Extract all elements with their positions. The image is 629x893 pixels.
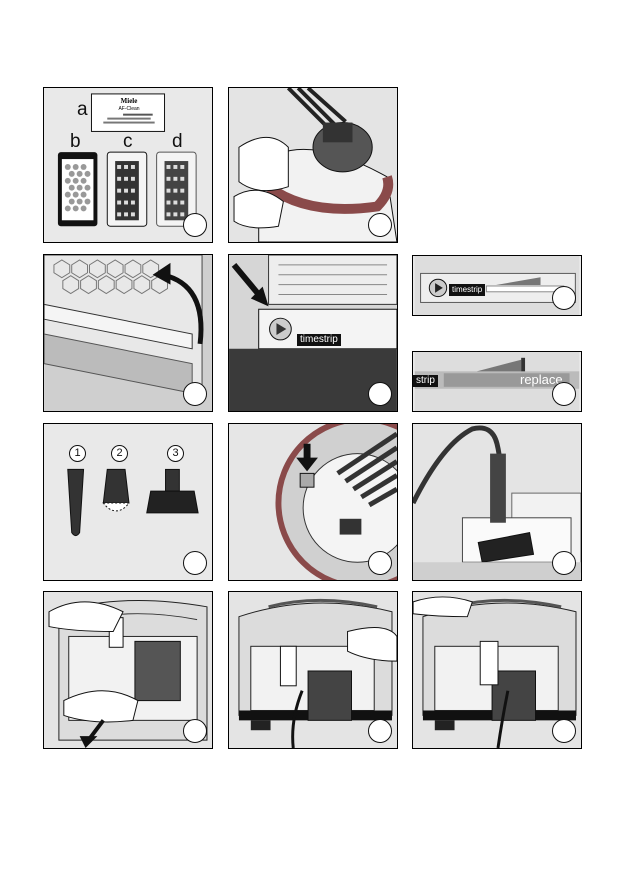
hose-connect-illustration [229, 424, 397, 580]
timestrip-replace-illustration [414, 352, 580, 411]
tool-number-2: 2 [111, 445, 128, 462]
panel-6-timestrip-replace: strip replace [412, 351, 582, 412]
panel-10-handle-release [43, 591, 213, 749]
tool-number-3: 3 [167, 445, 184, 462]
handle-release-illustration [44, 592, 212, 748]
label-a: a [77, 99, 88, 120]
step-number-circle [183, 213, 207, 237]
panel-9-floor-use [412, 423, 582, 581]
step-number-circle [552, 719, 576, 743]
label-d: d [172, 131, 183, 152]
step-number-circle [552, 382, 576, 406]
panel-8-hose-connect [228, 423, 398, 581]
accessories-illustration [67, 468, 199, 537]
step-number-circle [183, 551, 207, 575]
step-number-circle [368, 382, 392, 406]
step-number-circle [552, 286, 576, 310]
timestrip-label: timestrip [297, 334, 341, 346]
step-number-circle [368, 213, 392, 237]
panel-3-filter-cover [43, 254, 213, 412]
panel-5-timestrip-start: timestrip [412, 255, 582, 316]
hose-removal-illustration [229, 88, 397, 242]
step-number-circle [552, 551, 576, 575]
label-c: c [123, 131, 133, 152]
timestrip-label: timestrip [449, 284, 486, 296]
timestrip-start-illustration [414, 256, 580, 315]
filter-cover-illustration [44, 255, 212, 411]
panel-7-accessories: 1 2 3 [43, 423, 213, 581]
tool-number-1: 1 [69, 445, 86, 462]
card-model: AF-Clean [118, 106, 140, 112]
panel-1-filter-types: Miele AF-Clean a b c d [43, 87, 213, 243]
timestrip-insert-illustration [229, 255, 397, 411]
handle-closed-illustration [413, 592, 581, 748]
step-number-circle [183, 382, 207, 406]
panel-11-handle-lock [228, 591, 398, 749]
panel-4-timestrip-insert: timestrip [228, 254, 398, 412]
panel-12-handle-closed [412, 591, 582, 749]
step-number-circle [183, 719, 207, 743]
replace-label: replace [520, 372, 563, 387]
card-brand: Miele [120, 97, 138, 105]
step-number-circle [368, 719, 392, 743]
label-b: b [70, 131, 81, 152]
panel-2-hose-removal [228, 87, 398, 243]
strip-label: strip [413, 375, 438, 387]
step-number-circle [368, 551, 392, 575]
filter-types-illustration [57, 93, 197, 227]
handle-lock-illustration [229, 592, 397, 748]
